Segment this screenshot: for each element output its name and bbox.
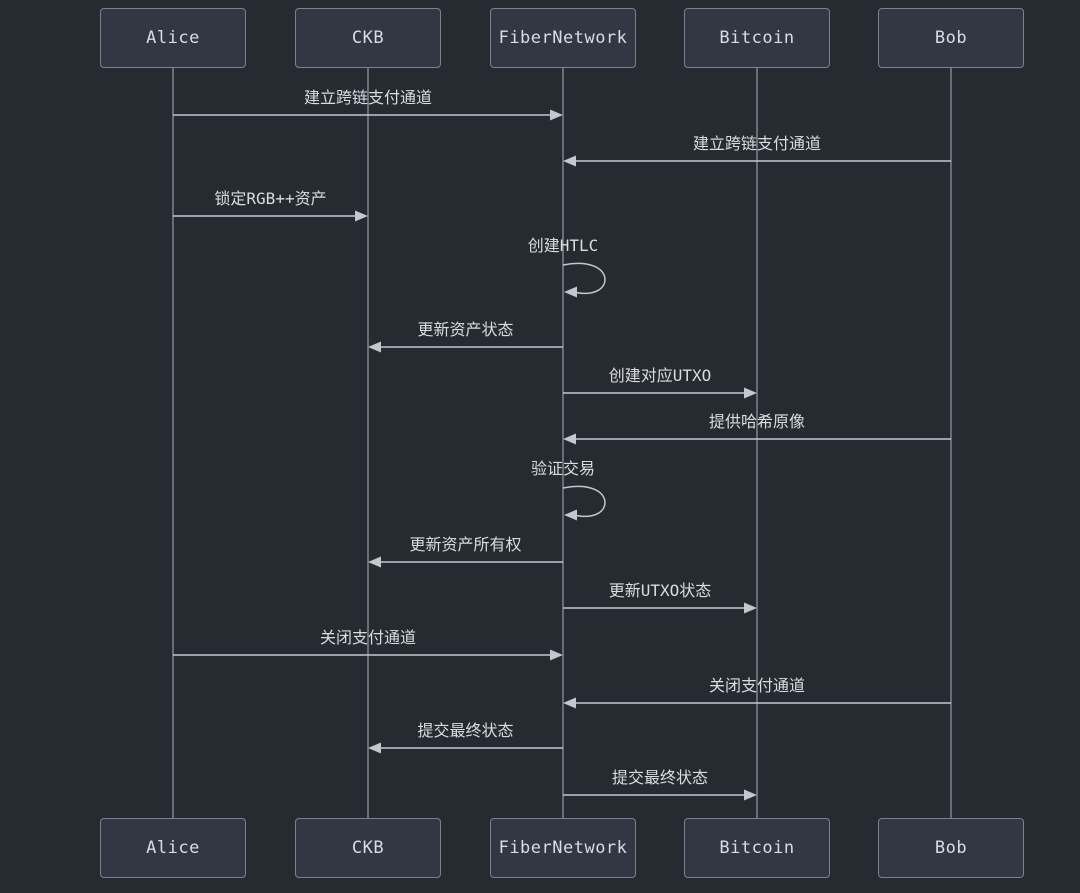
actor-alice-bottom: Alice	[100, 818, 246, 878]
actor-bitcoin-top: Bitcoin	[684, 8, 830, 68]
message-label: 锁定RGB++资产	[214, 189, 327, 208]
message-arrow-bob-to-fibernetwork	[563, 433, 951, 445]
self-loop-curve	[562, 485, 606, 518]
self-message-fibernetwork	[562, 262, 606, 298]
arrowhead-icon	[564, 509, 577, 521]
message-label: 建立跨链支付通道	[303, 88, 433, 107]
arrowhead-icon	[563, 433, 576, 445]
message-arrow-fibernetwork-to-ckb	[368, 742, 563, 754]
actor-label: Bob	[934, 28, 968, 48]
actor-bitcoin-bottom: Bitcoin	[684, 818, 830, 878]
message-label: 关闭支付通道	[708, 676, 806, 695]
arrowhead-icon	[744, 789, 757, 801]
actor-label: Bob	[934, 838, 968, 858]
message-arrow-fibernetwork-to-ckb	[368, 556, 563, 568]
actor-ckb-top: CKB	[295, 8, 441, 68]
arrowhead-icon	[564, 286, 577, 298]
message-arrow-fibernetwork-to-bitcoin	[563, 789, 757, 801]
actor-fibernetwork-top: FiberNetwork	[490, 8, 636, 68]
actor-label: Bitcoin	[719, 28, 795, 48]
self-loop-curve	[562, 262, 606, 295]
message-arrow-bob-to-fibernetwork	[563, 697, 951, 709]
actor-label: FiberNetwork	[498, 28, 628, 48]
message-label: 提交最终状态	[417, 721, 514, 740]
message-arrow-alice-to-ckb	[173, 210, 368, 222]
message-label: 更新资产所有权	[409, 535, 522, 554]
message-label: 创建对应UTXO	[608, 366, 712, 385]
arrowhead-icon	[744, 602, 757, 614]
arrowhead-icon	[368, 742, 381, 754]
message-arrow-fibernetwork-to-bitcoin	[563, 387, 757, 399]
message-arrow-alice-to-fibernetwork	[173, 649, 563, 661]
arrowhead-icon	[550, 649, 563, 661]
self-message-fibernetwork	[562, 485, 606, 521]
message-label: 关闭支付通道	[319, 628, 417, 647]
message-arrow-alice-to-fibernetwork	[173, 109, 563, 121]
message-label: 验证交易	[530, 459, 596, 478]
arrowhead-icon	[355, 210, 368, 222]
actor-alice-top: Alice	[100, 8, 246, 68]
message-label: 更新UTXO状态	[608, 581, 712, 600]
message-label: 提供哈希原像	[708, 412, 806, 431]
arrowhead-icon	[563, 697, 576, 709]
actor-bob-top: Bob	[878, 8, 1024, 68]
actor-label: FiberNetwork	[498, 838, 628, 858]
actor-label: Alice	[146, 28, 200, 48]
arrowhead-icon	[368, 556, 381, 568]
arrowhead-icon	[550, 109, 563, 121]
message-label: 提交最终状态	[611, 768, 709, 787]
message-label: 建立跨链支付通道	[692, 134, 822, 153]
message-label: 更新资产状态	[417, 320, 514, 339]
message-arrow-fibernetwork-to-bitcoin	[563, 602, 757, 614]
actor-label: Bitcoin	[719, 838, 795, 858]
actor-ckb-bottom: CKB	[295, 818, 441, 878]
message-arrow-bob-to-fibernetwork	[563, 155, 951, 167]
arrowhead-icon	[563, 155, 576, 167]
message-arrow-fibernetwork-to-ckb	[368, 341, 563, 353]
actor-label: Alice	[146, 838, 200, 858]
message-label: 创建HTLC	[527, 236, 599, 255]
actor-fibernetwork-bottom: FiberNetwork	[490, 818, 636, 878]
arrowhead-icon	[368, 341, 381, 353]
actor-label: CKB	[351, 838, 385, 858]
arrowhead-icon	[744, 387, 757, 399]
actor-label: CKB	[351, 28, 385, 48]
actor-bob-bottom: Bob	[878, 818, 1024, 878]
